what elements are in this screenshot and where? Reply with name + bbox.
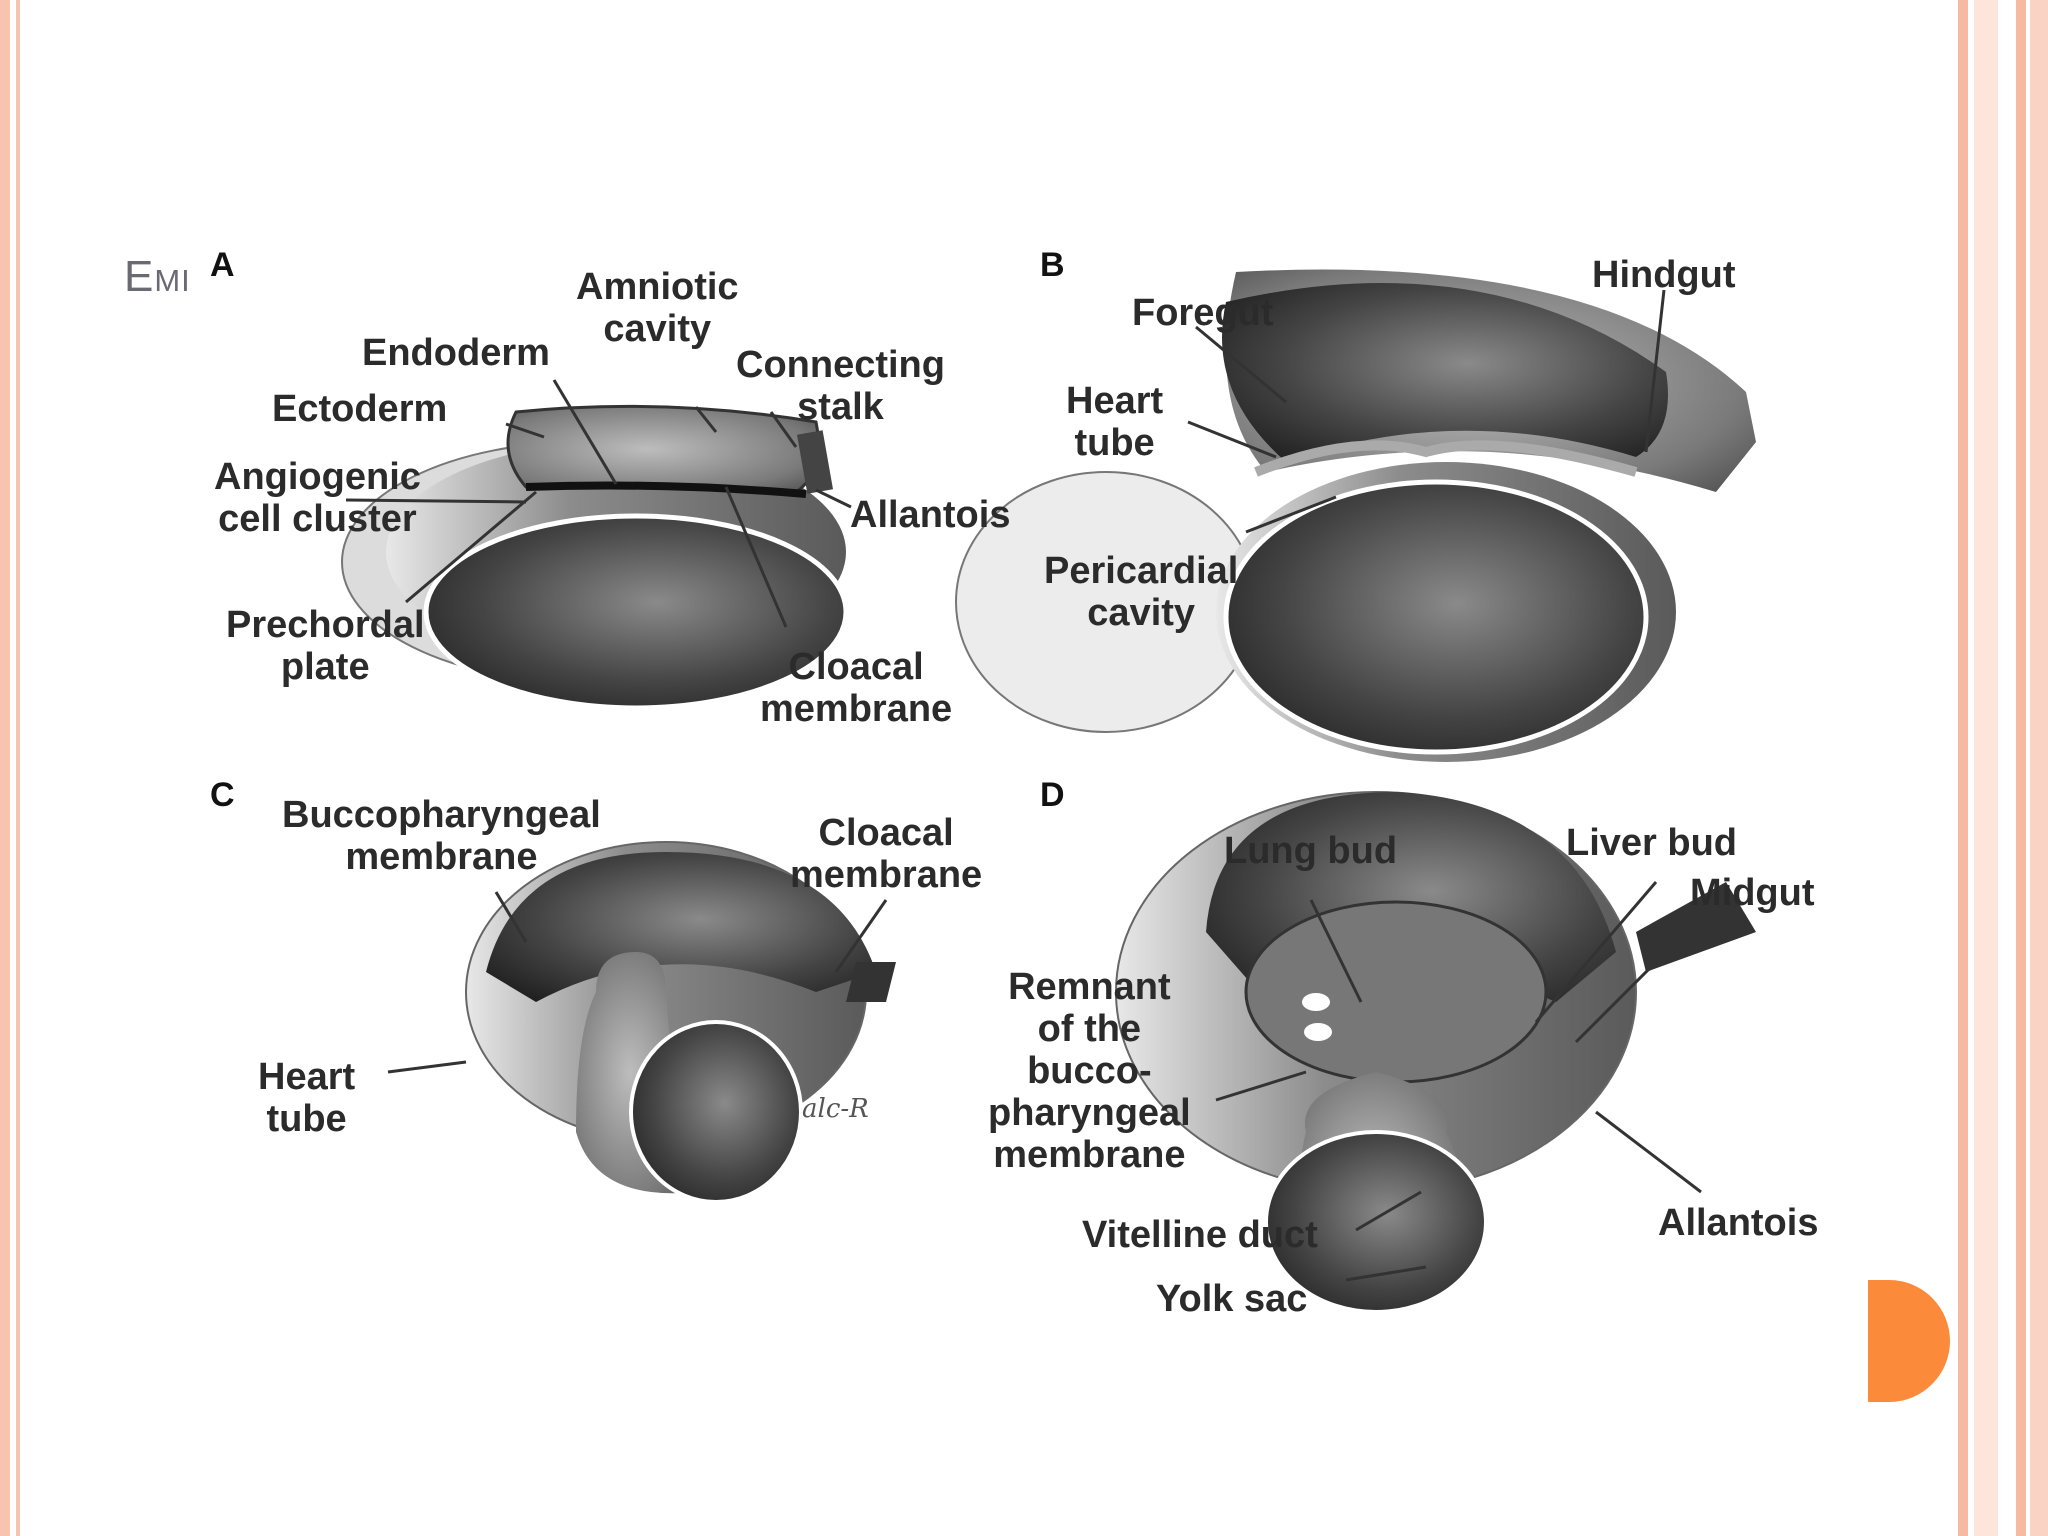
illustrator-signature: alc-R — [802, 1094, 869, 1124]
orange-half-circle-decoration — [1868, 1280, 1950, 1402]
label-yolk-sac: Yolk sac — [1156, 1278, 1308, 1320]
embryo-illustration — [341, 269, 1756, 1314]
label-endoderm: Endoderm — [362, 332, 550, 374]
right-stripe — [1958, 0, 1968, 1536]
label-liver-bud: Liver bud — [1566, 822, 1738, 864]
right-stripe — [2030, 0, 2048, 1536]
panel-a-letter: A — [210, 246, 235, 284]
label-foregut: Foregut — [1132, 292, 1274, 334]
label-allantois-a: Allantois — [850, 494, 1011, 536]
label-lung-bud: Lung bud — [1224, 830, 1398, 872]
panel-a-drawing — [341, 379, 852, 711]
right-border-decoration — [1958, 0, 2048, 1536]
panel-c-letter: C — [210, 776, 235, 814]
panel-c-drawing — [387, 841, 896, 1204]
label-ectoderm: Ectoderm — [272, 388, 448, 430]
label-allantois-d: Allantois — [1658, 1202, 1819, 1244]
right-stripe — [2016, 0, 2026, 1536]
panel-b-letter: B — [1040, 246, 1065, 284]
panel-d-drawing — [1115, 791, 1756, 1314]
label-midgut: Midgut — [1690, 872, 1815, 914]
left-border-decoration — [0, 0, 22, 1536]
label-hindgut: Hindgut — [1592, 254, 1736, 296]
right-stripe — [1974, 0, 1998, 1536]
label-vitelline-duct: Vitelline duct — [1082, 1214, 1318, 1256]
slide-title: Emi — [124, 252, 191, 301]
panel-d-letter: D — [1040, 776, 1065, 814]
panel-b-drawing — [955, 269, 1756, 762]
